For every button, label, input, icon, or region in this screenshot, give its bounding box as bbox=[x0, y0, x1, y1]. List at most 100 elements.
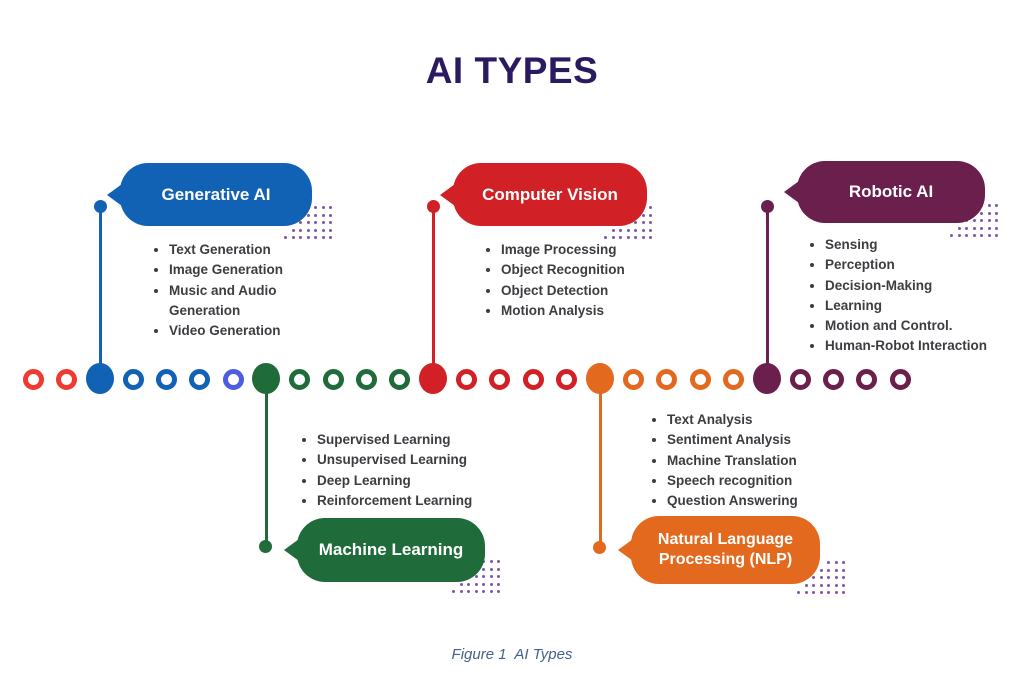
list-item: Sensing bbox=[825, 235, 1024, 255]
timeline-ring bbox=[522, 368, 544, 390]
dot-row bbox=[812, 576, 845, 579]
dot bbox=[634, 221, 637, 224]
dot bbox=[812, 583, 815, 587]
timeline-node bbox=[752, 363, 781, 394]
dot bbox=[834, 583, 838, 587]
dot bbox=[474, 575, 478, 578]
list-item: Deep Learning bbox=[317, 471, 520, 491]
dot bbox=[834, 591, 838, 594]
timeline-ring bbox=[389, 368, 411, 390]
dot bbox=[497, 575, 500, 578]
dot-row bbox=[299, 221, 332, 224]
timeline-ring bbox=[889, 368, 911, 390]
list-item: Text Generation bbox=[169, 240, 337, 260]
dot bbox=[482, 590, 485, 593]
branch-endpoint-dot bbox=[259, 540, 272, 553]
timeline-node bbox=[585, 363, 614, 394]
dot bbox=[604, 236, 607, 239]
timeline-node bbox=[419, 363, 448, 394]
list-item: Image Processing bbox=[501, 240, 704, 260]
dot bbox=[980, 211, 983, 215]
dot bbox=[641, 228, 645, 232]
dot-row bbox=[611, 228, 652, 232]
bubble-tail bbox=[440, 183, 455, 206]
dot bbox=[980, 234, 983, 237]
list-item: Learning bbox=[825, 296, 1024, 316]
dot bbox=[306, 228, 310, 232]
connector-line bbox=[599, 379, 602, 548]
dot bbox=[950, 234, 953, 237]
timeline-ring bbox=[489, 368, 511, 390]
dot bbox=[842, 568, 845, 572]
dot bbox=[972, 226, 976, 230]
dot bbox=[972, 219, 976, 222]
dot bbox=[649, 228, 652, 232]
list-item: Motion Analysis bbox=[501, 301, 704, 321]
dot bbox=[314, 236, 317, 239]
dot bbox=[827, 568, 830, 572]
dot bbox=[482, 575, 485, 578]
branch-endpoint-dot bbox=[593, 541, 606, 554]
timeline-ring bbox=[656, 368, 678, 390]
dot bbox=[314, 228, 317, 232]
dot bbox=[474, 582, 478, 586]
dot bbox=[299, 228, 302, 232]
dot-row bbox=[604, 236, 652, 239]
list-item: Supervised Learning bbox=[317, 430, 520, 450]
dot bbox=[306, 221, 310, 224]
dot bbox=[467, 582, 470, 586]
dot bbox=[812, 591, 815, 594]
feature-list: Text AnalysisSentiment AnalysisMachine T… bbox=[650, 410, 870, 511]
dot bbox=[995, 211, 998, 215]
list-item: Machine Translation bbox=[667, 451, 870, 471]
bubble-label: Natural Language Processing (NLP) bbox=[657, 530, 794, 568]
list-item: Object Recognition bbox=[501, 260, 704, 280]
dot bbox=[321, 213, 325, 217]
dot bbox=[980, 219, 983, 222]
timeline-ring bbox=[55, 368, 77, 390]
dot bbox=[649, 221, 652, 224]
bubble-tail bbox=[107, 183, 122, 206]
feature-list: Text GenerationImage GenerationMusic and… bbox=[152, 240, 337, 341]
dot bbox=[291, 228, 295, 232]
timeline-ring bbox=[289, 368, 311, 390]
dot bbox=[827, 583, 830, 587]
list-item: Image Generation bbox=[169, 260, 337, 280]
dot-row bbox=[452, 590, 500, 593]
timeline-node bbox=[85, 363, 114, 394]
dot bbox=[842, 591, 845, 594]
dot bbox=[995, 204, 998, 207]
dot bbox=[819, 576, 823, 579]
dot bbox=[611, 236, 615, 239]
dot bbox=[291, 236, 295, 239]
branch-endpoint-dot bbox=[427, 200, 440, 213]
list-item: Music and Audio Generation bbox=[169, 281, 337, 322]
dot bbox=[474, 590, 478, 593]
dot bbox=[819, 583, 823, 587]
dot bbox=[987, 211, 991, 215]
dot bbox=[827, 561, 830, 564]
dot bbox=[314, 206, 317, 209]
timeline-ring bbox=[689, 368, 711, 390]
dot-row bbox=[306, 213, 332, 217]
dot bbox=[306, 213, 310, 217]
connector-line bbox=[766, 207, 769, 379]
dot bbox=[842, 561, 845, 564]
dot-row bbox=[819, 568, 845, 572]
dot-pattern-decoration bbox=[284, 206, 332, 239]
dot bbox=[321, 228, 325, 232]
dot bbox=[284, 236, 287, 239]
bubble-computer-vision: Computer Vision bbox=[440, 163, 647, 226]
dot bbox=[804, 583, 808, 587]
list-item: Video Generation bbox=[169, 321, 337, 341]
list-item: Human-Robot Interaction bbox=[825, 336, 1024, 356]
dot bbox=[834, 561, 838, 564]
connector-line bbox=[432, 207, 435, 379]
dot bbox=[321, 236, 325, 239]
page-title: AI TYPES bbox=[425, 50, 599, 91]
dot bbox=[497, 560, 500, 563]
bubble-robotic-ai: Robotic AI bbox=[784, 161, 985, 223]
dot bbox=[329, 213, 332, 217]
timeline-ring bbox=[155, 368, 177, 390]
